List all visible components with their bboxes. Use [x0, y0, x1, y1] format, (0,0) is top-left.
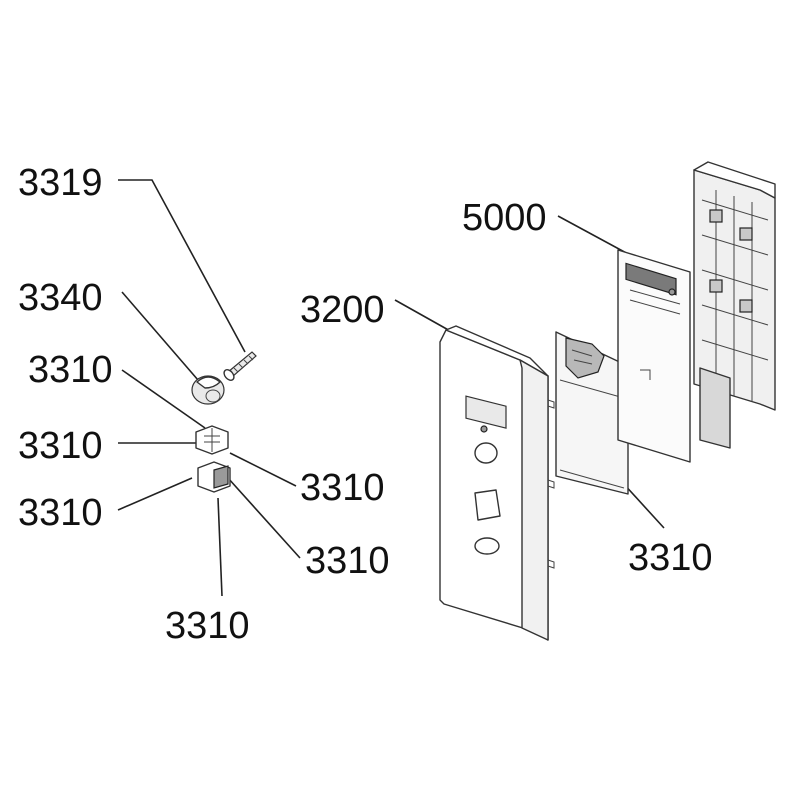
label-3319: 3319: [18, 162, 103, 204]
button-upper-part: [195, 425, 229, 455]
label-3310-mid-left: 3310: [18, 425, 103, 467]
button-lower-part: [197, 461, 231, 493]
leader-3310-lower-right: [227, 477, 301, 559]
leader-3310-lower-left: [117, 477, 193, 511]
label-3310-bottom: 3310: [165, 605, 250, 647]
leader-3340: [121, 291, 199, 381]
leader-3310-bottom: [217, 497, 223, 597]
leader-5000: [557, 215, 631, 256]
label-3310-upper-left: 3310: [28, 349, 113, 391]
label-5000: 5000: [462, 197, 547, 239]
label-3310-mid-right: 3310: [300, 467, 385, 509]
label-3310-lower-right: 3310: [305, 540, 390, 582]
leader-3310-membrane: [621, 481, 665, 529]
screw-part: [223, 351, 257, 381]
leader-3310-upper-left: [121, 369, 206, 429]
label-3310-membrane: 3310: [628, 537, 713, 579]
leader-3310-mid-right: [229, 452, 297, 487]
label-3200: 3200: [300, 289, 385, 331]
label-3310-lower-left: 3310: [18, 492, 103, 534]
leader-3200: [394, 299, 453, 333]
knob-part: [191, 375, 225, 405]
leader-3319: [118, 179, 246, 353]
pcb-part: [617, 249, 691, 463]
membrane-part: [555, 331, 629, 495]
label-3340: 3340: [18, 277, 103, 319]
housing-frame-part: [693, 161, 776, 449]
control-panel-part: [439, 325, 555, 641]
